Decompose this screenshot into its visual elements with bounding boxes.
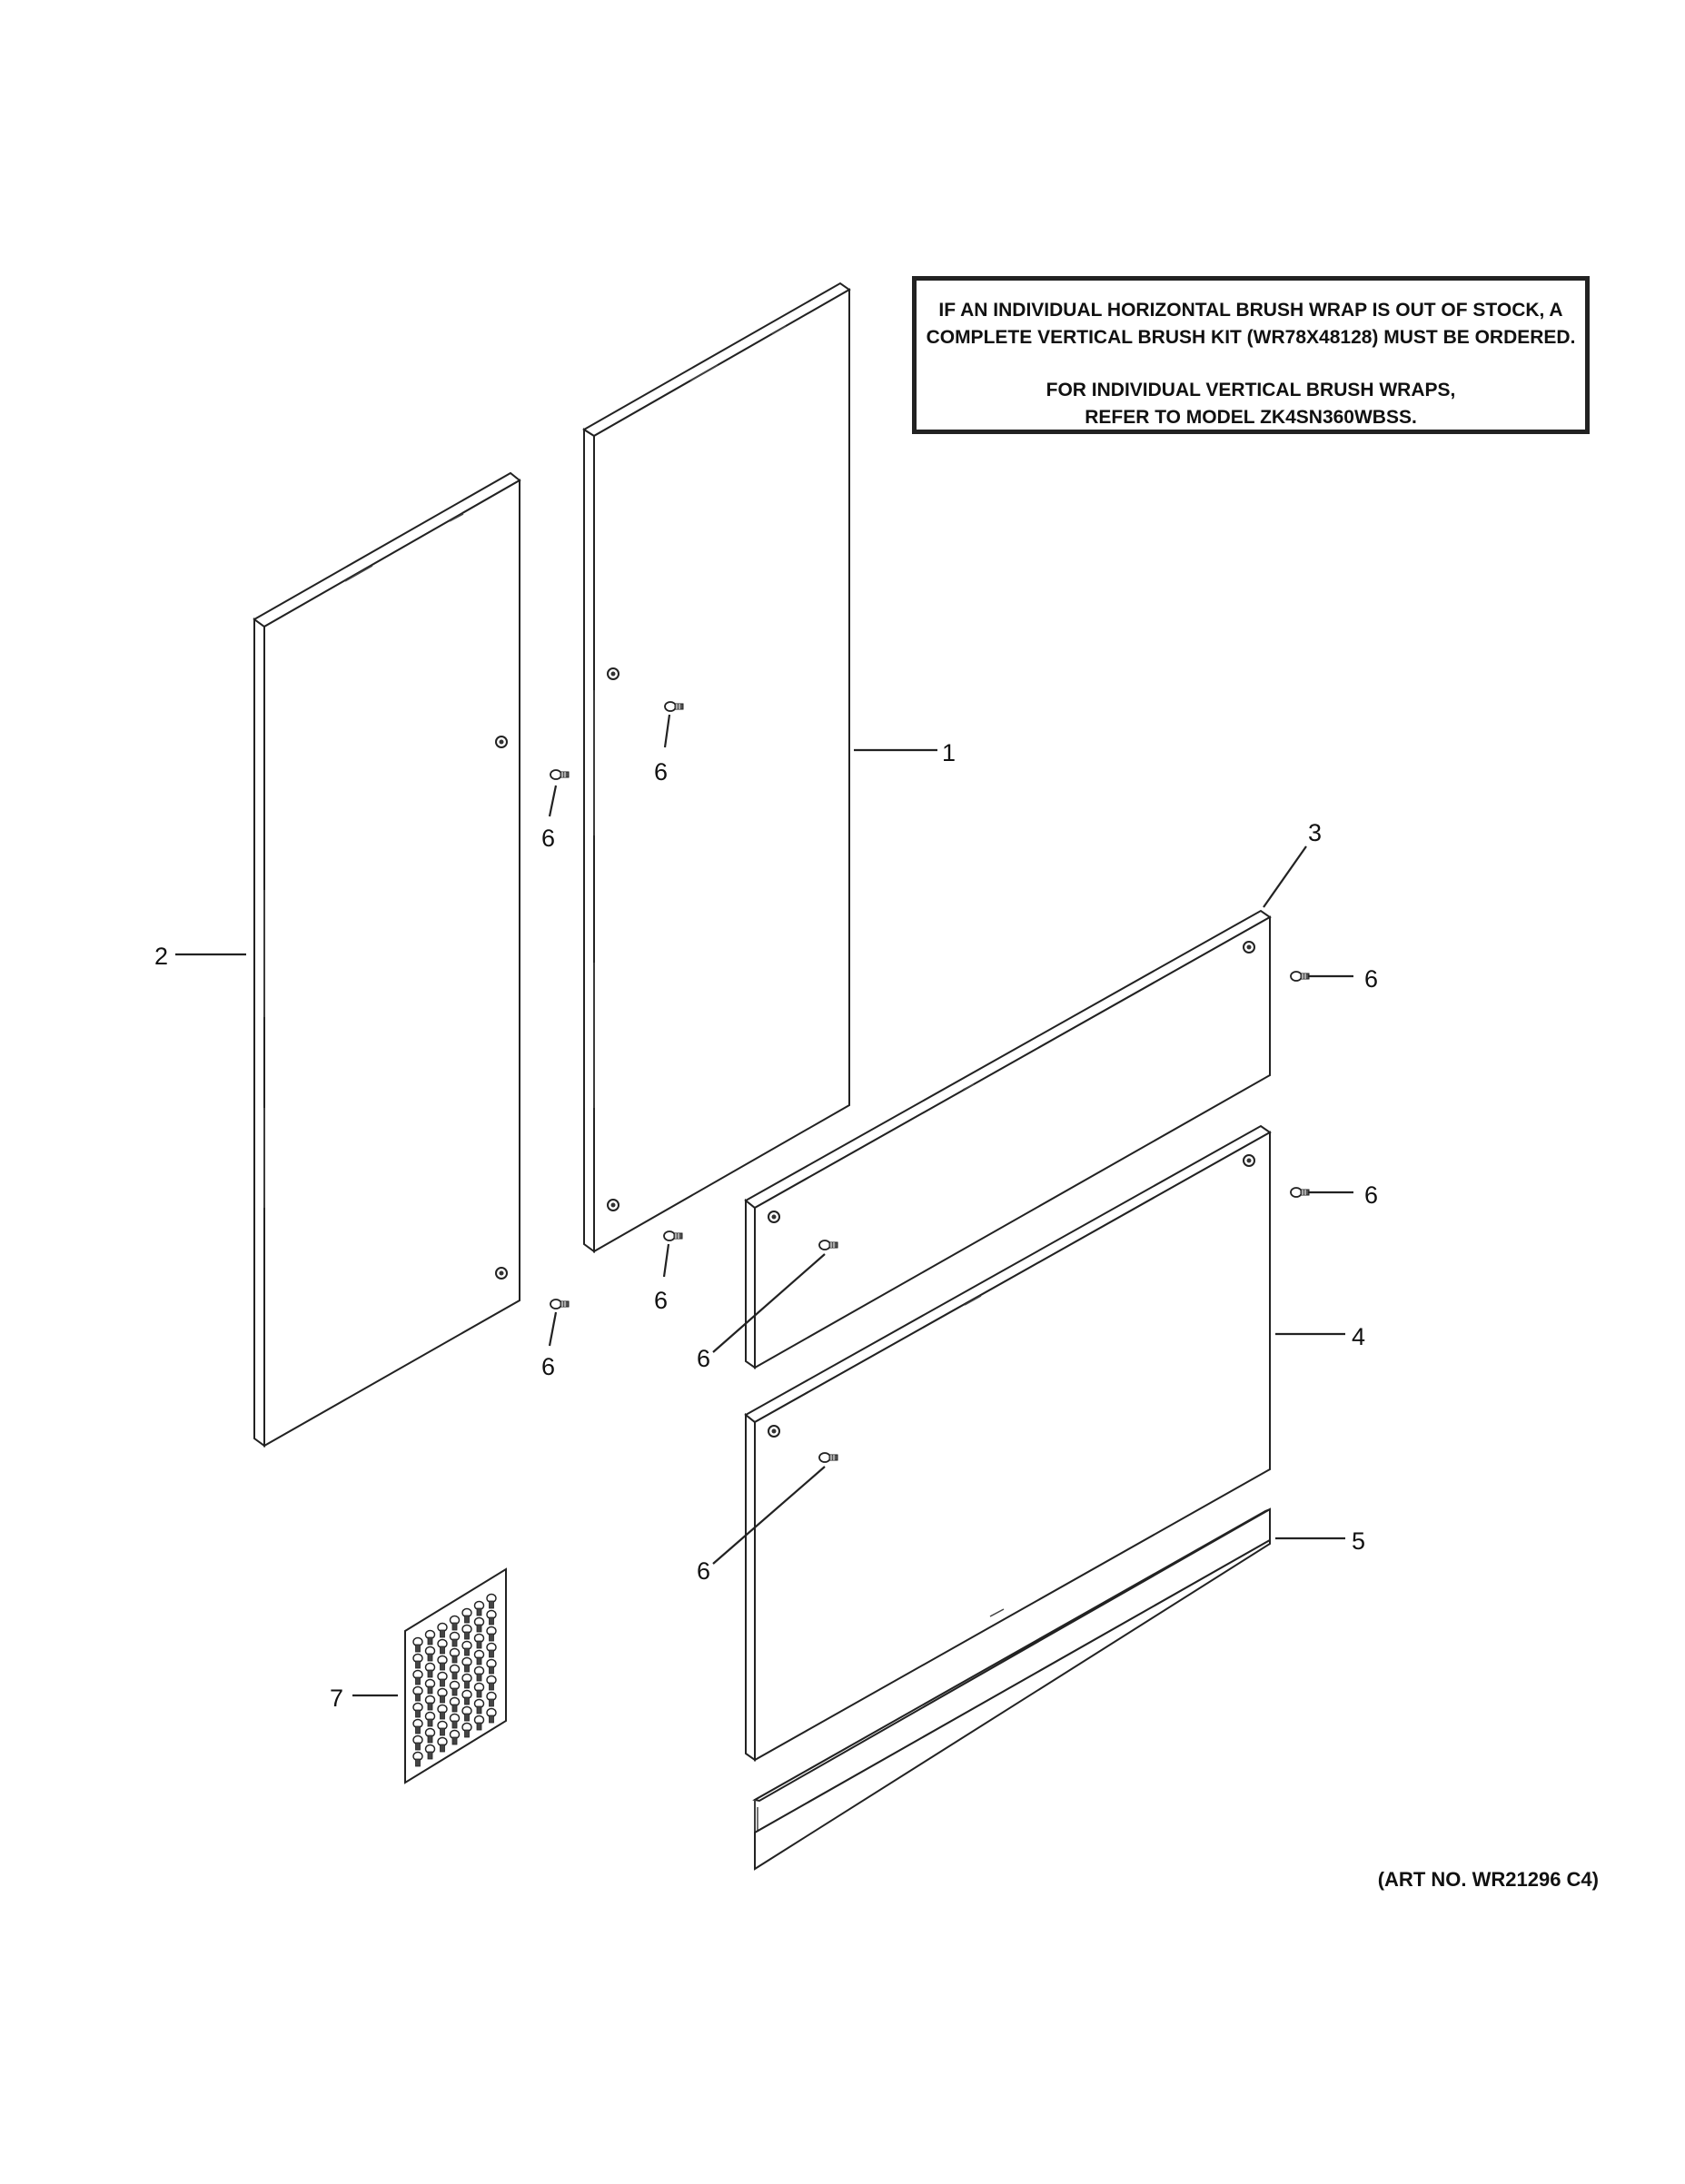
kit-screw-46 bbox=[449, 1713, 461, 1729]
kit-screw-8 bbox=[412, 1653, 423, 1669]
kit-screw-52 bbox=[437, 1736, 448, 1753]
notice-line-4: REFER TO MODEL ZK4SN360WBSS. bbox=[1085, 407, 1417, 428]
notice-line-1: IF AN INDIVIDUAL HORIZONTAL BRUSH WRAP I… bbox=[938, 300, 1563, 321]
kit-screw-19 bbox=[461, 1640, 472, 1656]
kit-screw-1 bbox=[412, 1636, 423, 1653]
kit-screw-10 bbox=[437, 1638, 448, 1655]
kit-screw-18 bbox=[449, 1647, 461, 1664]
kit-screw-51 bbox=[424, 1744, 436, 1760]
screw-7 bbox=[1290, 971, 1310, 982]
part-1-side-panel bbox=[582, 282, 851, 1253]
kit-screw-47 bbox=[461, 1705, 472, 1722]
kit-screw-55 bbox=[473, 1715, 485, 1731]
kit-screw-6 bbox=[473, 1600, 485, 1616]
kit-screw-35 bbox=[486, 1658, 497, 1675]
kit-screw-22 bbox=[412, 1685, 423, 1702]
kit-screw-14 bbox=[486, 1609, 497, 1626]
kit-screw-41 bbox=[473, 1682, 485, 1698]
kit-screw-32 bbox=[449, 1680, 461, 1696]
part-4-horizontal-panel bbox=[744, 1124, 1272, 1762]
part-3-horizontal-panel bbox=[744, 909, 1272, 1369]
callout-6-e: 6 bbox=[697, 1345, 710, 1372]
kit-screw-9 bbox=[424, 1645, 436, 1662]
kit-screw-20 bbox=[473, 1633, 485, 1649]
kit-screw-44 bbox=[424, 1727, 436, 1744]
callout-1: 1 bbox=[942, 739, 956, 766]
part-7-screw-kit bbox=[404, 1567, 507, 1784]
kit-screw-4 bbox=[449, 1615, 461, 1631]
kit-screw-33 bbox=[461, 1673, 472, 1689]
kit-screw-12 bbox=[461, 1624, 472, 1640]
ordering-notice: IF AN INDIVIDUAL HORIZONTAL BRUSH WRAP I… bbox=[912, 276, 1590, 434]
kit-screw-25 bbox=[449, 1664, 461, 1680]
callout-5: 5 bbox=[1352, 1527, 1365, 1555]
callout-6-a: 6 bbox=[654, 758, 668, 786]
art-number: (ART NO. WR21296 C4) bbox=[1377, 1868, 1599, 1891]
kit-screw-27 bbox=[473, 1649, 485, 1665]
kit-screw-53 bbox=[449, 1729, 461, 1745]
screw-8 bbox=[1290, 1187, 1310, 1198]
kit-screw-5 bbox=[461, 1607, 472, 1624]
kit-screw-43 bbox=[412, 1734, 423, 1751]
callout-6-b: 6 bbox=[541, 825, 555, 852]
kit-screw-56 bbox=[486, 1707, 497, 1724]
kit-screw-36 bbox=[412, 1718, 423, 1734]
kit-screw-39 bbox=[449, 1696, 461, 1713]
kit-screw-2 bbox=[424, 1629, 436, 1645]
callout-6-g: 6 bbox=[1364, 965, 1378, 993]
notice-line-2: COMPLETE VERTICAL BRUSH KIT (WR78X48128)… bbox=[926, 327, 1576, 348]
kit-screw-29 bbox=[412, 1702, 423, 1718]
kit-screw-45 bbox=[437, 1720, 448, 1736]
callout-6-c: 6 bbox=[654, 1287, 668, 1314]
kit-screw-50 bbox=[412, 1751, 423, 1767]
kit-screw-31 bbox=[437, 1687, 448, 1704]
callout-6-d: 6 bbox=[541, 1353, 555, 1380]
kit-screw-48 bbox=[473, 1698, 485, 1715]
kit-screw-28 bbox=[486, 1642, 497, 1658]
kit-screw-11 bbox=[449, 1631, 461, 1647]
screw-4 bbox=[550, 1299, 570, 1309]
kit-screw-34 bbox=[473, 1665, 485, 1682]
kit-screw-3 bbox=[437, 1622, 448, 1638]
kit-screw-30 bbox=[424, 1695, 436, 1711]
callout-labels: 1 2 3 4 5 7 6 6 6 6 6 6 6 6 bbox=[154, 739, 1378, 1712]
callout-3: 3 bbox=[1308, 819, 1322, 846]
kit-screw-16 bbox=[424, 1662, 436, 1678]
screw-6 bbox=[818, 1452, 838, 1463]
notice-line-3: FOR INDIVIDUAL VERTICAL BRUSH WRAPS, bbox=[1046, 380, 1456, 400]
callout-7: 7 bbox=[330, 1685, 343, 1712]
screw-3 bbox=[663, 1230, 683, 1241]
kit-screw-54 bbox=[461, 1722, 472, 1738]
kit-screw-13 bbox=[473, 1616, 485, 1633]
kit-screw-21 bbox=[486, 1626, 497, 1642]
kit-screw-37 bbox=[424, 1711, 436, 1727]
callout-6-h: 6 bbox=[1364, 1181, 1378, 1209]
kit-screw-42 bbox=[486, 1675, 497, 1691]
kit-screw-49 bbox=[486, 1691, 497, 1707]
part-6-screws bbox=[550, 701, 1310, 1463]
callout-2: 2 bbox=[154, 943, 168, 970]
part-2-side-panel bbox=[253, 471, 521, 1448]
kit-screw-17 bbox=[437, 1655, 448, 1671]
screw-1 bbox=[664, 701, 684, 712]
kit-screw-38 bbox=[437, 1704, 448, 1720]
screw-5 bbox=[818, 1240, 838, 1250]
callout-4: 4 bbox=[1352, 1323, 1365, 1350]
callout-6-f: 6 bbox=[697, 1557, 710, 1585]
screw-2 bbox=[550, 769, 570, 780]
part-5-trim-strip bbox=[752, 1507, 1271, 1871]
kit-screw-24 bbox=[437, 1671, 448, 1687]
kit-screw-15 bbox=[412, 1669, 423, 1685]
kit-screw-26 bbox=[461, 1656, 472, 1673]
kit-screw-7 bbox=[486, 1593, 497, 1609]
kit-screw-40 bbox=[461, 1689, 472, 1705]
kit-screw-23 bbox=[424, 1678, 436, 1695]
leader-lines bbox=[175, 714, 1353, 1697]
